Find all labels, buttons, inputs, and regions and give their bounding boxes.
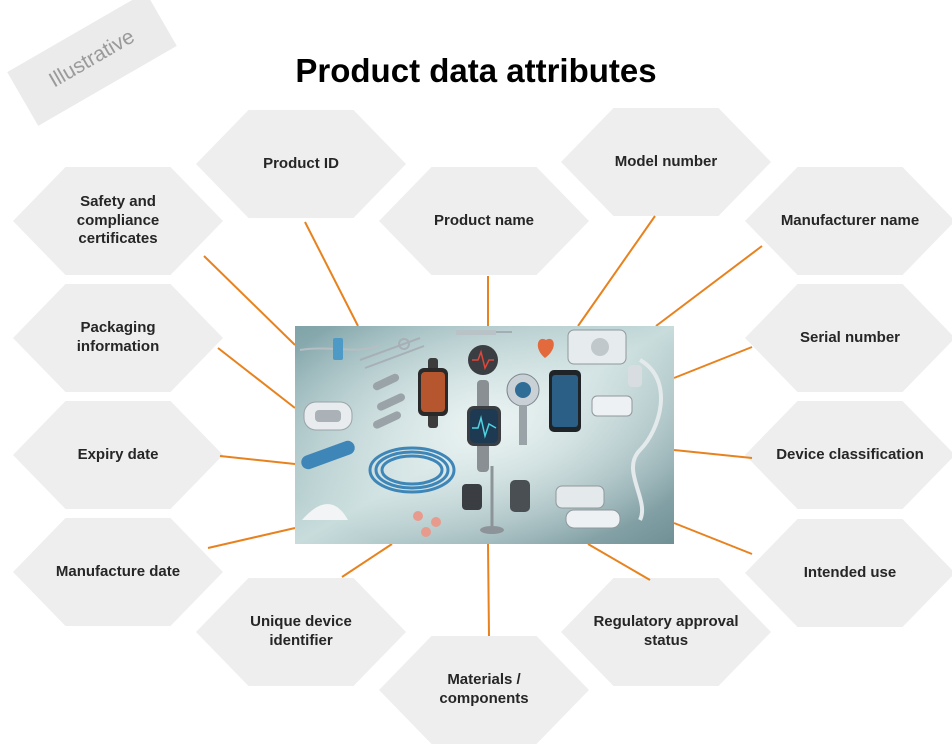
product-image: [295, 326, 674, 544]
small-watch-icon: [462, 480, 530, 512]
connector-line: [577, 215, 656, 327]
attribute-hexagon: [745, 401, 952, 509]
attribute-hexagon: [379, 636, 589, 744]
attribute-hexagon: [196, 110, 406, 218]
remote-device-icon: [565, 509, 621, 529]
pulse-oximeter-icon: [303, 401, 353, 431]
attribute-hexagon: [745, 167, 952, 275]
connector-line: [304, 221, 359, 327]
page-title: Product data attributes: [295, 52, 657, 89]
infusion-pump-icon: [567, 329, 642, 387]
stand-icon: [480, 466, 504, 534]
syringe-icon: [456, 330, 512, 335]
connector-line: [219, 455, 296, 465]
connector-balls-icon: [413, 511, 441, 537]
vial-icon: [333, 338, 343, 360]
tubing-icon: [368, 446, 456, 494]
attribute-hexagon: [13, 518, 223, 626]
attribute-hexagon: [745, 284, 952, 392]
connector-line: [673, 449, 753, 459]
stethoscope-icon: [506, 373, 540, 445]
connector-line: [487, 543, 490, 637]
connector-line: [217, 347, 296, 409]
attribute-hexagon: [13, 284, 223, 392]
hexagon-layer: [13, 108, 952, 744]
cable-icon: [631, 358, 663, 521]
digital-meter-icon: [555, 485, 605, 509]
heart-icon: [537, 338, 554, 358]
fitness-watch-icon: [467, 380, 501, 472]
connector-line: [341, 543, 393, 578]
attribute-hexagon: [745, 519, 952, 627]
injector-pens-icon: [372, 373, 405, 429]
probe-cable-icon: [299, 344, 381, 351]
attribute-hexagon: [561, 578, 771, 686]
connector-line: [587, 543, 651, 581]
connector-line: [655, 245, 763, 327]
connector-line: [207, 527, 296, 549]
smartphone-icon: [549, 370, 581, 432]
attribute-hexagon: [379, 167, 589, 275]
smartwatch-icon: [418, 358, 448, 428]
attribute-hexagon: [561, 108, 771, 216]
connector-line: [673, 346, 753, 379]
attribute-hexagon: [13, 167, 223, 275]
attribute-hexagon: [13, 401, 223, 509]
connector-layer: [203, 215, 763, 637]
connector-line: [203, 255, 296, 346]
surgical-tool-icon: [359, 337, 425, 369]
attribute-hexagon: [196, 578, 406, 686]
glucose-meter-icon: [591, 395, 633, 417]
pad-icon: [302, 504, 348, 520]
connector-line: [673, 522, 753, 555]
heart-monitor-icon: [468, 345, 498, 375]
thermometer-icon: [301, 440, 355, 470]
